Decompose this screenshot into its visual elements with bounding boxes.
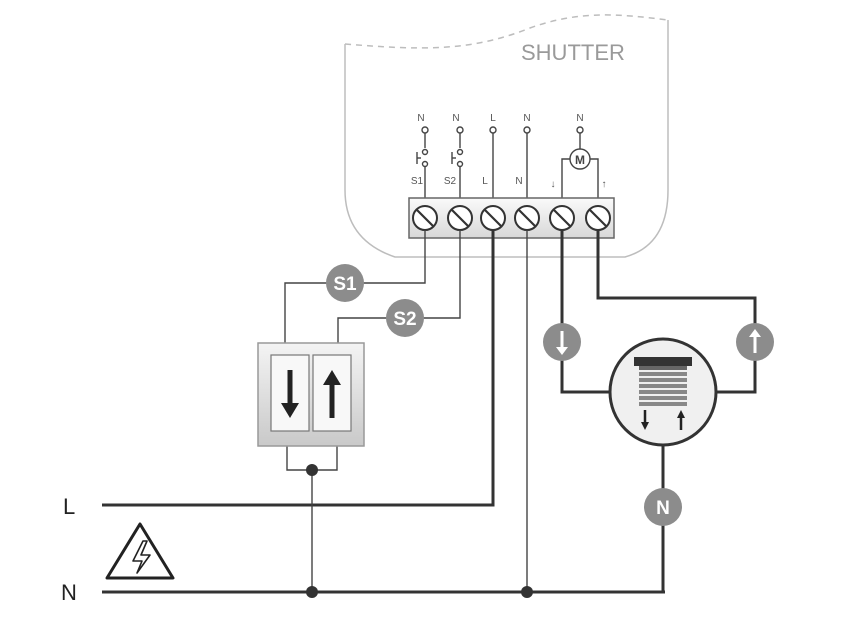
badge-s2: S2 [386, 299, 424, 337]
terminal-up-label: ↑ [602, 179, 607, 190]
wire-l [102, 230, 495, 507]
badge-s1: S1 [326, 264, 364, 302]
terminal-n-top-label: N [523, 113, 530, 124]
terminal-n-label: N [515, 176, 522, 187]
shutter-motor-icon [608, 337, 718, 447]
svg-text:N: N [656, 498, 670, 519]
badge-down [543, 323, 581, 361]
motor-label: M [575, 153, 585, 167]
line-n-label: N [61, 580, 77, 605]
terminal-s1-top-label: N [417, 113, 424, 124]
wires [102, 230, 757, 594]
line-l-label: L [63, 494, 75, 519]
terminal-l-label: L [482, 176, 488, 187]
terminal-symbols: N S1 N S2 L L N N N M [411, 113, 607, 198]
junction-n-switch [306, 586, 318, 598]
up-arrow-icon [323, 370, 341, 418]
high-voltage-warning-icon [105, 522, 175, 580]
terminal-s2-top-label: N [452, 113, 459, 124]
terminal-block [408, 197, 615, 239]
wire-motor-down [560, 230, 612, 394]
terminal-down-label: ↓ [551, 179, 556, 190]
down-arrow-icon [281, 370, 299, 418]
svg-text:S2: S2 [393, 309, 416, 330]
terminal-l-top-label: L [490, 113, 496, 124]
junctions [306, 464, 533, 598]
screw-s1 [412, 205, 438, 231]
screw-l [480, 205, 506, 231]
svg-text:S1: S1 [333, 274, 357, 295]
badge-up [736, 323, 774, 361]
screw-down [549, 205, 575, 231]
screw-s2 [447, 205, 473, 231]
shutter-module: SHUTTER [344, 14, 669, 258]
screw-n [514, 205, 540, 231]
wire-motor-up [596, 230, 757, 394]
junction-n-module [521, 586, 533, 598]
terminal-s2-label: S2 [444, 176, 457, 187]
badge-n: N [644, 488, 682, 526]
screw-up [585, 205, 611, 231]
motor-n-label: N [576, 113, 583, 124]
device-title: SHUTTER [521, 40, 625, 65]
junction-switch [306, 464, 318, 476]
terminal-s1-label: S1 [411, 176, 424, 187]
wall-switch [257, 342, 365, 447]
